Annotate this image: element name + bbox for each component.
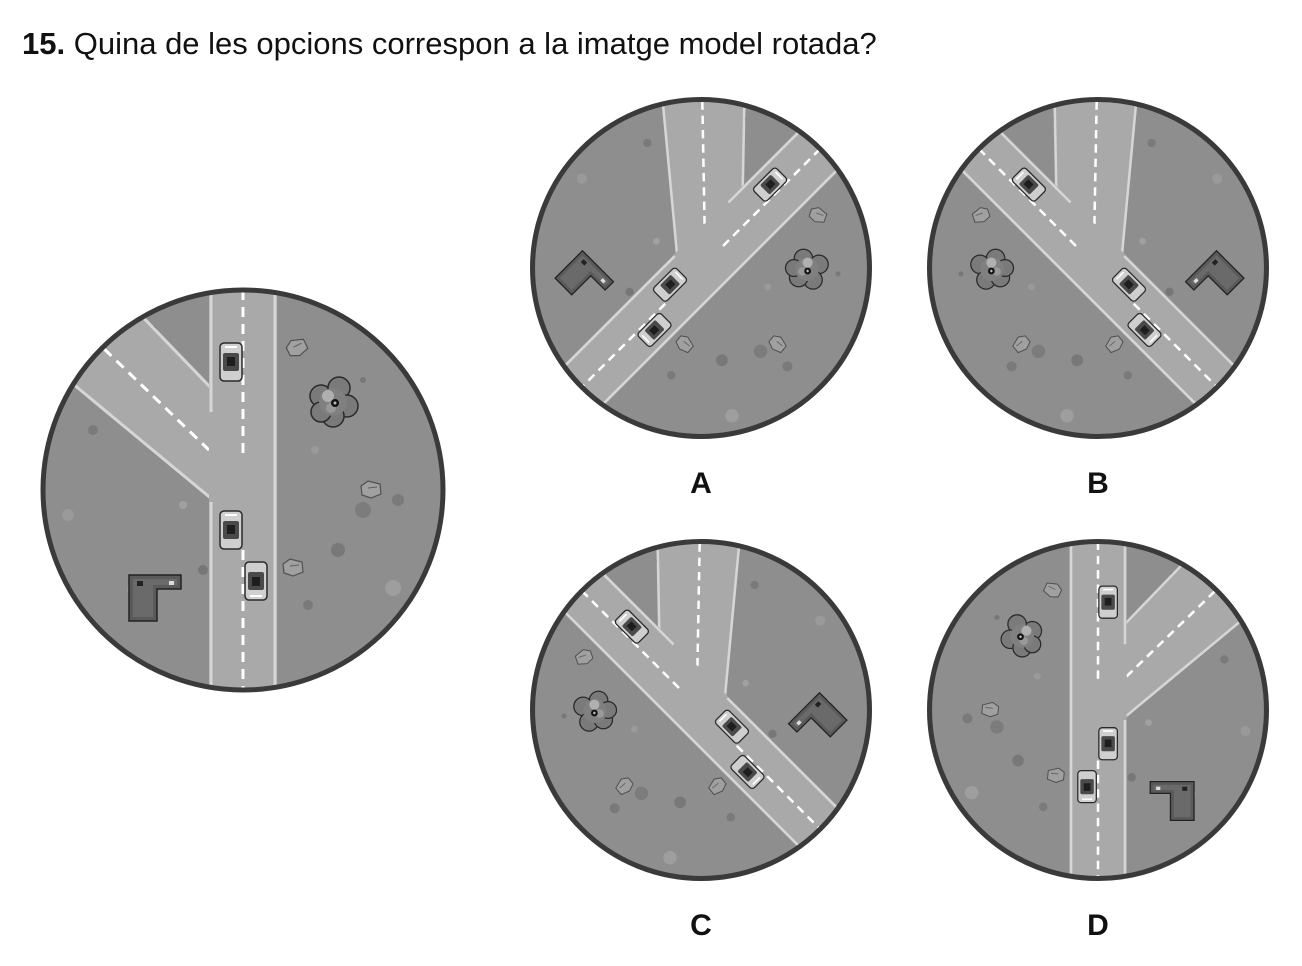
question-text: Quina de les opcions correspon a la imat… (73, 26, 877, 61)
option-c-image[interactable] (530, 539, 872, 881)
option-d-label[interactable]: D (1087, 909, 1109, 942)
question-number: 15. (22, 26, 66, 61)
question-heading: 15. Quina de les opcions correspon a la … (22, 24, 877, 64)
option-d-image[interactable] (927, 539, 1269, 881)
option-c-label[interactable]: C (690, 909, 712, 942)
model-image (40, 287, 446, 693)
option-a-image[interactable] (530, 97, 872, 439)
option-b-image[interactable] (927, 97, 1269, 439)
option-a-label[interactable]: A (690, 467, 712, 500)
option-b-label[interactable]: B (1087, 467, 1109, 500)
